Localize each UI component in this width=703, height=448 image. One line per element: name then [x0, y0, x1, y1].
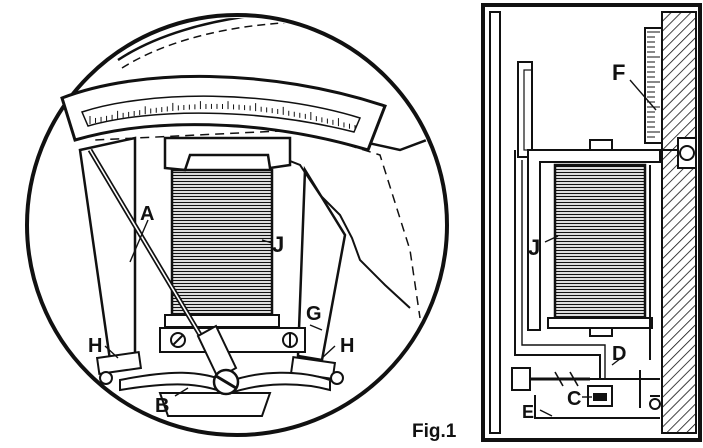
- label-h-left: H: [88, 335, 102, 357]
- label-a: A: [140, 203, 154, 225]
- label-d: D: [612, 343, 626, 365]
- coil-j: [170, 168, 274, 320]
- label-g: G: [306, 303, 322, 325]
- scale-ticks: [89, 101, 356, 130]
- left-arm: [78, 136, 137, 362]
- side-view: F J D C E: [481, 3, 702, 442]
- label-e: E: [522, 402, 534, 422]
- scale-strip-f: [644, 27, 663, 144]
- lower-wire: [514, 150, 601, 380]
- label-f: F: [612, 60, 625, 85]
- cover-plate: [117, 18, 444, 152]
- torn-plate-edge: [261, 149, 411, 309]
- label-j-side: J: [528, 235, 540, 260]
- clamp-h-left: [95, 351, 143, 375]
- right-arm-g: [296, 165, 347, 362]
- scale-arc: [60, 74, 387, 152]
- screw-e: [511, 367, 531, 391]
- front-view: A J G H H B: [25, 13, 449, 437]
- base-bracket: [159, 327, 306, 353]
- pointer-plate: [517, 61, 533, 158]
- top-bracket: [527, 149, 661, 331]
- meter-face-outline: [25, 13, 449, 437]
- coil-j-side: [553, 163, 647, 322]
- label-j: J: [272, 232, 284, 257]
- side-scale-ticks: [647, 31, 660, 138]
- label-c: C: [567, 388, 581, 410]
- figure-caption: Fig.1: [412, 421, 457, 442]
- front-wall-hatched: [661, 11, 697, 434]
- coil-bracket-top: [163, 136, 292, 172]
- label-h-right: H: [340, 335, 354, 357]
- label-b: B: [155, 395, 169, 417]
